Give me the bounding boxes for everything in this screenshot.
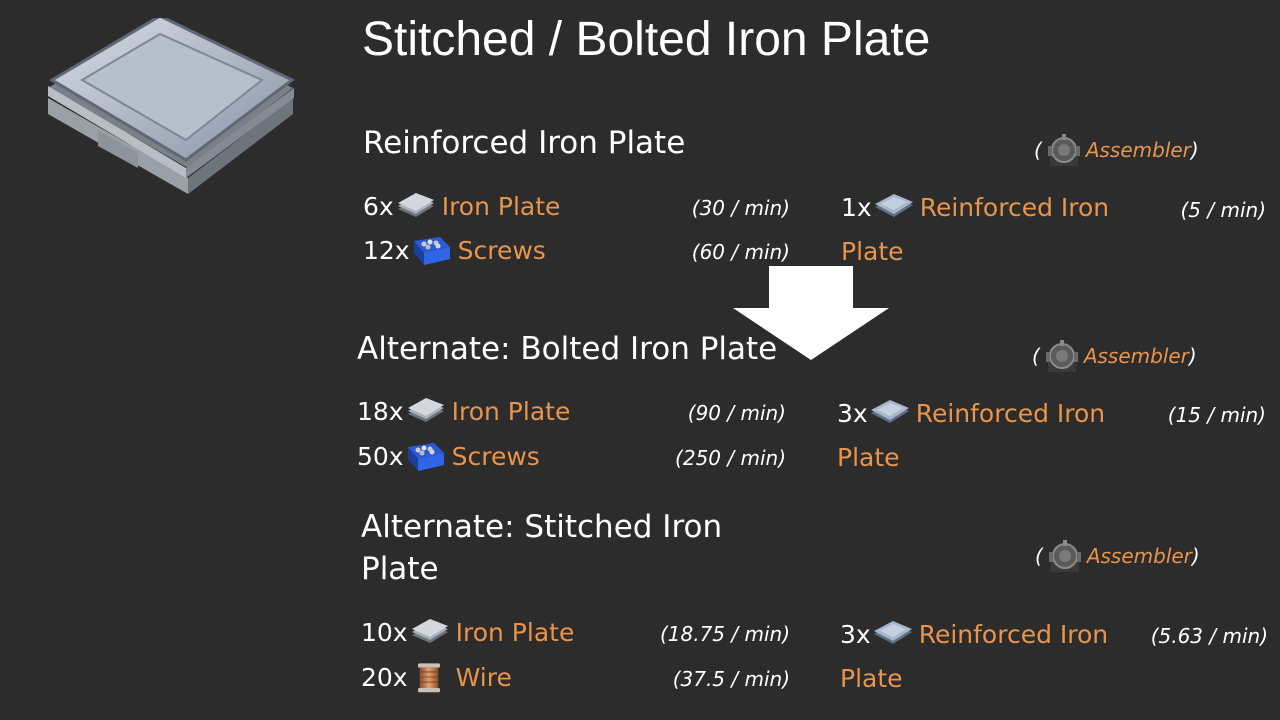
machine-paren-close: ) [1190, 138, 1199, 162]
iron-plate-icon [394, 189, 436, 223]
ingredient-name: Screws [451, 441, 540, 471]
machine-label: ( Assembler ) [1035, 538, 1200, 574]
assembler-icon [1044, 132, 1084, 168]
output-name-cont: Plate [840, 664, 903, 693]
output-name: Reinforced Iron [919, 193, 1110, 222]
ingredient-name: Screws [457, 235, 546, 265]
machine-name: Assembler [1083, 344, 1189, 368]
reinforced-iron-plate-hero-icon [48, 18, 295, 194]
ingredient-rate: (90 / min) [687, 401, 786, 425]
ingredient-rate: (60 / min) [691, 240, 790, 264]
recipe-title-line: Alternate: Stitched Iron [361, 509, 723, 545]
recipe-title-stitched: Alternate: Stitched Iron Plate [361, 506, 722, 590]
reinforced-iron-plate-icon [868, 397, 912, 431]
ingredient-qty: 18x [357, 396, 404, 426]
output-rate: (15 / min) [1167, 403, 1266, 427]
ingredient-rate: (250 / min) [675, 446, 786, 470]
output-name: Reinforced Iron [918, 620, 1109, 649]
machine-label: ( Assembler ) [1034, 132, 1199, 168]
ingredient-rate: (30 / min) [691, 196, 790, 220]
ingredient-qty: 12x [363, 235, 410, 265]
output-name: Reinforced Iron [915, 399, 1106, 428]
output-rate: (5 / min) [1180, 198, 1267, 222]
ingredient-qty: 20x [361, 662, 408, 692]
ingredient-row: 18x Iron Plate [357, 391, 570, 431]
page-title: Stitched / Bolted Iron Plate [362, 13, 931, 66]
assembler-icon [1045, 538, 1085, 574]
ingredient-name: Iron Plate [451, 396, 571, 426]
ingredient-qty: 6x [363, 191, 394, 221]
wire-icon [408, 660, 450, 694]
output-item: 3x Reinforced Iron Plate [837, 392, 1105, 480]
ingredient-row: 50x Screws [357, 436, 540, 476]
reinforced-iron-plate-icon [872, 191, 916, 225]
output-item: 1x Reinforced Iron Plate [841, 186, 1109, 274]
recipe-title-line: Plate [361, 551, 439, 587]
ingredient-name: Iron Plate [455, 617, 575, 647]
machine-paren-open: ( [1032, 344, 1040, 368]
ingredient-qty: 10x [361, 617, 408, 647]
assembler-icon [1042, 338, 1082, 374]
machine-paren-close: ) [1191, 544, 1200, 568]
screws-icon [410, 233, 452, 267]
ingredient-name: Iron Plate [441, 191, 561, 221]
machine-paren-open: ( [1035, 544, 1043, 568]
ingredient-rate: (18.75 / min) [659, 622, 790, 646]
screws-icon [404, 439, 446, 473]
machine-label: ( Assembler ) [1032, 338, 1197, 374]
ingredient-row: 6x Iron Plate [363, 186, 560, 226]
iron-plate-icon [408, 615, 450, 649]
recipe-title-standard: Reinforced Iron Plate [363, 125, 686, 161]
ingredient-row: 20x Wire [361, 657, 512, 697]
output-name-cont: Plate [837, 443, 900, 472]
output-rate: (5.63 / min) [1150, 624, 1268, 648]
output-qty: 1x [841, 193, 872, 222]
output-qty: 3x [837, 399, 868, 428]
ingredient-qty: 50x [357, 441, 404, 471]
output-qty: 3x [840, 620, 871, 649]
reinforced-iron-plate-icon [871, 618, 915, 652]
ingredient-name: Wire [455, 662, 512, 692]
machine-paren-close: ) [1188, 344, 1197, 368]
iron-plate-icon [404, 394, 446, 428]
machine-name: Assembler [1085, 138, 1191, 162]
ingredient-row: 10x Iron Plate [361, 612, 574, 652]
output-name-cont: Plate [841, 237, 904, 266]
output-item: 3x Reinforced Iron Plate [840, 613, 1108, 701]
recipe-title-bolted: Alternate: Bolted Iron Plate [357, 331, 778, 367]
machine-paren-open: ( [1034, 138, 1042, 162]
ingredient-row: 12x Screws [363, 230, 546, 270]
down-arrow-icon [733, 266, 889, 360]
machine-name: Assembler [1086, 544, 1192, 568]
ingredient-rate: (37.5 / min) [672, 667, 790, 691]
